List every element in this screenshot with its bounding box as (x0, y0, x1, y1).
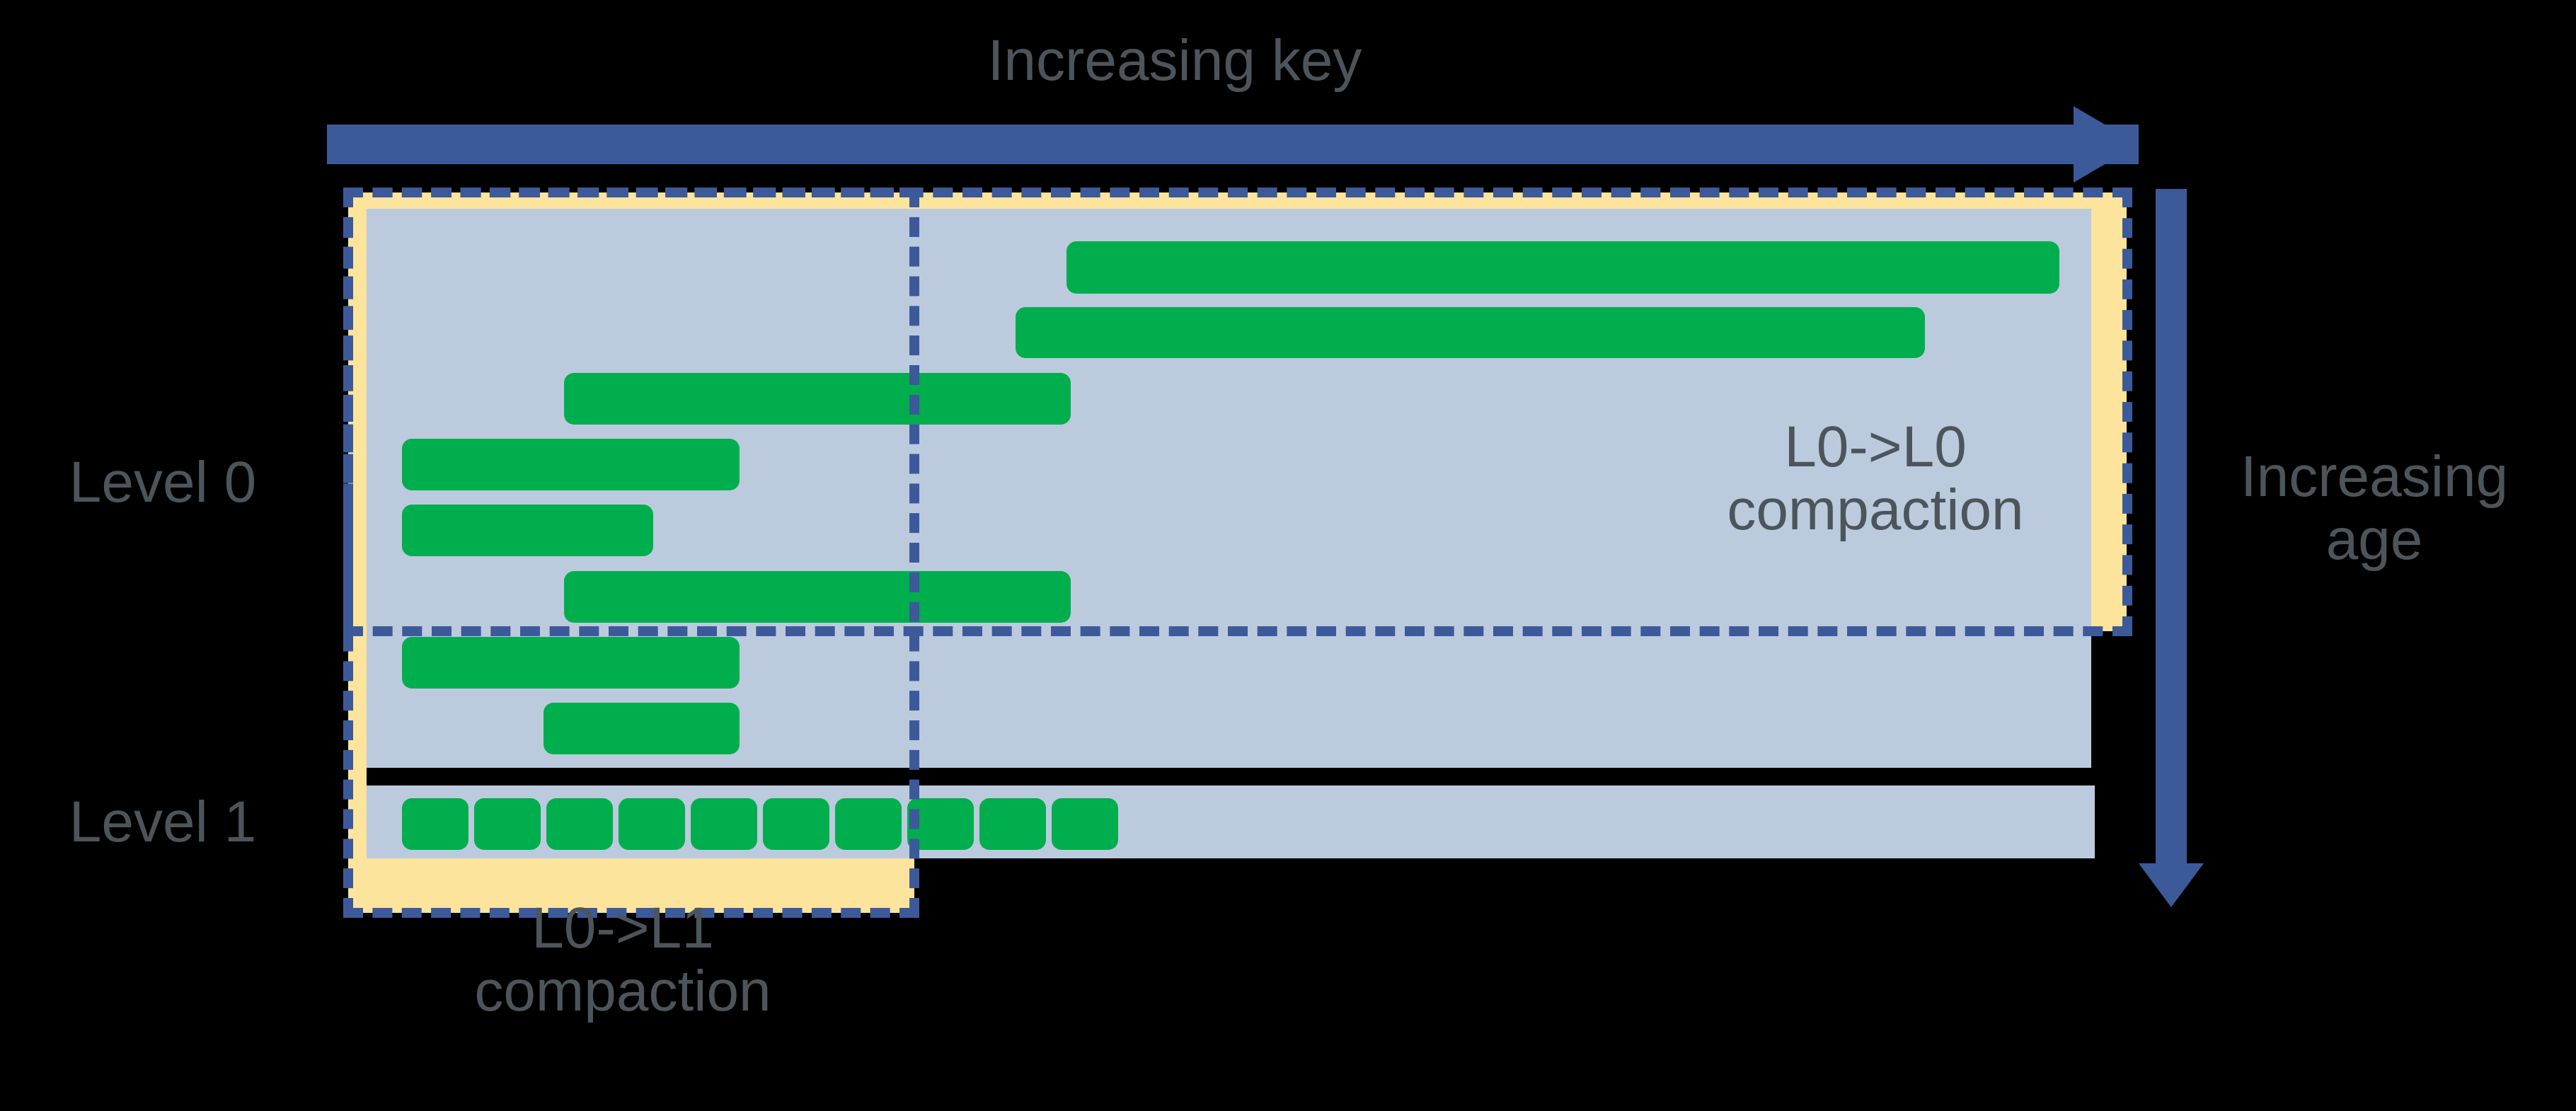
sstable-level1-1 (474, 798, 541, 850)
level1-label: Level 1 (69, 790, 257, 854)
increasing-age-arrow-head (2139, 863, 2204, 907)
sstable-level1-5 (763, 798, 829, 850)
increasing-age-arrow-shaft (2156, 189, 2187, 868)
increasing-key-arrow-head (2074, 106, 2139, 183)
sstable-level0-1 (1016, 307, 1925, 358)
sstable-level0-7 (544, 703, 740, 754)
sstable-level0-0 (1066, 241, 2059, 294)
sstable-level0-4 (402, 505, 653, 556)
l0-to-l1-compaction-label: L0->L1 compaction (474, 896, 771, 1023)
sstable-level0-3 (402, 439, 740, 490)
l0-to-l1-compaction-boundary (343, 188, 919, 918)
sstable-level0-5 (564, 571, 1071, 623)
increasing-age-label: Increasing age (2240, 444, 2509, 572)
sstable-level0-2 (564, 373, 1071, 425)
increasing-key-arrow-shaft (327, 125, 2139, 164)
sstable-level1-4 (691, 798, 757, 850)
sstable-level1-6 (835, 798, 902, 850)
sstable-level1-9 (1052, 798, 1118, 850)
sstable-level1-3 (619, 798, 685, 850)
level-separator-line (367, 768, 2095, 785)
sstable-level0-6 (402, 637, 740, 689)
increasing-key-label: Increasing key (987, 28, 1362, 93)
sstable-level1-8 (979, 798, 1046, 850)
sstable-level1-0 (402, 798, 468, 850)
level0-label: Level 0 (69, 450, 257, 514)
sstable-level1-2 (546, 798, 613, 850)
l0-to-l0-compaction-label: L0->L0 compaction (1727, 415, 2024, 542)
